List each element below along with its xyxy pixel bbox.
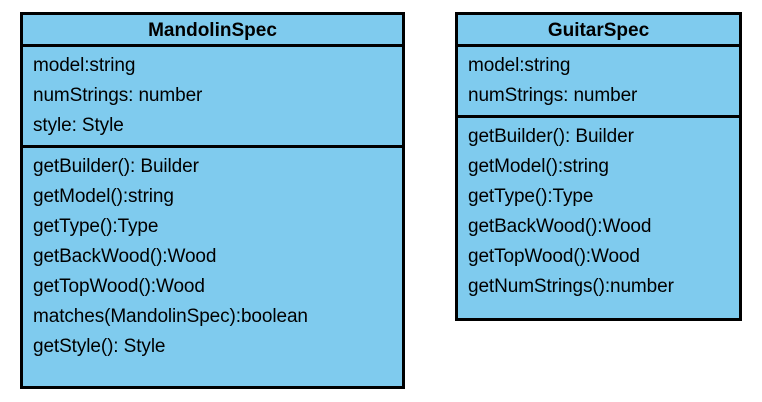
method-row: getType():Type bbox=[468, 186, 594, 207]
method-row: matches(MandolinSpec):boolean bbox=[33, 306, 308, 327]
method-row: getBackWood():Wood bbox=[33, 246, 217, 267]
method-row: getStyle(): Style bbox=[33, 336, 166, 357]
attributes-compartment-mandolinspec: model:string numStrings: number style: S… bbox=[23, 47, 402, 148]
method-row: getTopWood():Wood bbox=[33, 276, 205, 297]
method-row: getModel():string bbox=[33, 186, 174, 207]
attribute-row: model:string bbox=[33, 55, 136, 76]
uml-class-guitarspec[interactable]: GuitarSpec model:string numStrings: numb… bbox=[455, 12, 742, 321]
class-name-guitarspec: GuitarSpec bbox=[458, 15, 739, 47]
method-row: getBuilder(): Builder bbox=[33, 156, 199, 177]
method-row: getNumStrings():number bbox=[468, 276, 674, 297]
methods-compartment-mandolinspec: getBuilder(): Builder getModel():string … bbox=[23, 148, 402, 366]
attribute-row: numStrings: number bbox=[33, 85, 203, 106]
method-row: getBuilder(): Builder bbox=[468, 126, 634, 147]
class-name-mandolinspec: MandolinSpec bbox=[23, 15, 402, 47]
methods-compartment-guitarspec: getBuilder(): Builder getModel():string … bbox=[458, 118, 739, 306]
uml-class-mandolinspec[interactable]: MandolinSpec model:string numStrings: nu… bbox=[20, 12, 405, 389]
attribute-row: style: Style bbox=[33, 115, 124, 136]
method-row: getBackWood():Wood bbox=[468, 216, 652, 237]
method-row: getModel():string bbox=[468, 156, 609, 177]
attribute-row: model:string bbox=[468, 55, 571, 76]
attribute-row: numStrings: number bbox=[468, 85, 638, 106]
method-row: getTopWood():Wood bbox=[468, 246, 640, 267]
method-row: getType():Type bbox=[33, 216, 159, 237]
attributes-compartment-guitarspec: model:string numStrings: number bbox=[458, 47, 739, 118]
